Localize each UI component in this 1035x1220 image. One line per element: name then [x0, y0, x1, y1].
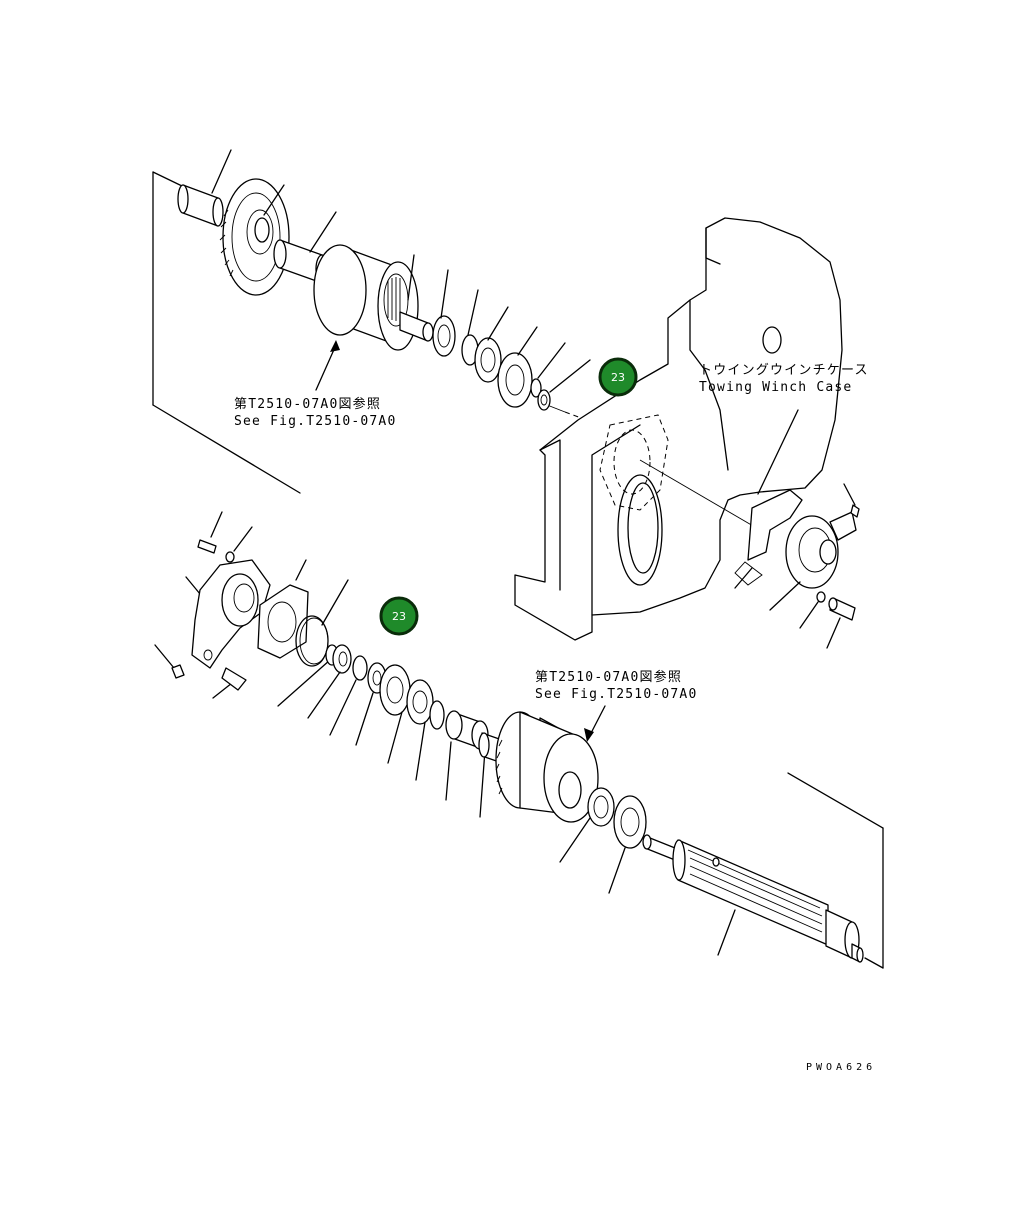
callout-upper-number: 23: [611, 371, 625, 384]
lower-ref-jp: 第T2510-07A0図参照: [535, 669, 682, 685]
lower-drum: [495, 711, 599, 823]
callout-lower-number: 23: [392, 610, 406, 623]
splined-shaft: [642, 834, 864, 963]
lower-bearing-set: [277, 644, 506, 818]
lower-right-bearings: [559, 787, 647, 894]
upper-ref-en: See Fig.T2510-07A0: [234, 414, 396, 429]
case-label-en: Towing Winch Case: [699, 380, 852, 395]
lower-reference-label: 第T2510-07A0図参照 See Fig.T2510-07A0: [535, 669, 697, 702]
lower-ref-en: See Fig.T2510-07A0: [535, 687, 697, 702]
upper-ref-jp: 第T2510-07A0図参照: [234, 396, 381, 412]
upper-frame: [152, 171, 301, 494]
upper-bearing-set: [399, 269, 591, 411]
upper-drum: [313, 244, 419, 351]
upper-reference-label: 第T2510-07A0図参照 See Fig.T2510-07A0: [234, 396, 396, 429]
case-label: トウイングウインチケース Towing Winch Case: [699, 363, 869, 495]
lower-frame: [787, 772, 884, 969]
callout-lower[interactable]: 23: [379, 596, 419, 636]
upper-collar: [177, 149, 232, 227]
upper-bevel-gear: [219, 178, 290, 296]
right-cover-assembly: [639, 459, 860, 649]
lower-bracket-parts: [154, 511, 349, 699]
callout-upper[interactable]: 23: [598, 357, 638, 397]
drawing-code: PWOA626: [806, 1062, 876, 1073]
case-label-jp: トウイングウインチケース: [699, 363, 869, 378]
